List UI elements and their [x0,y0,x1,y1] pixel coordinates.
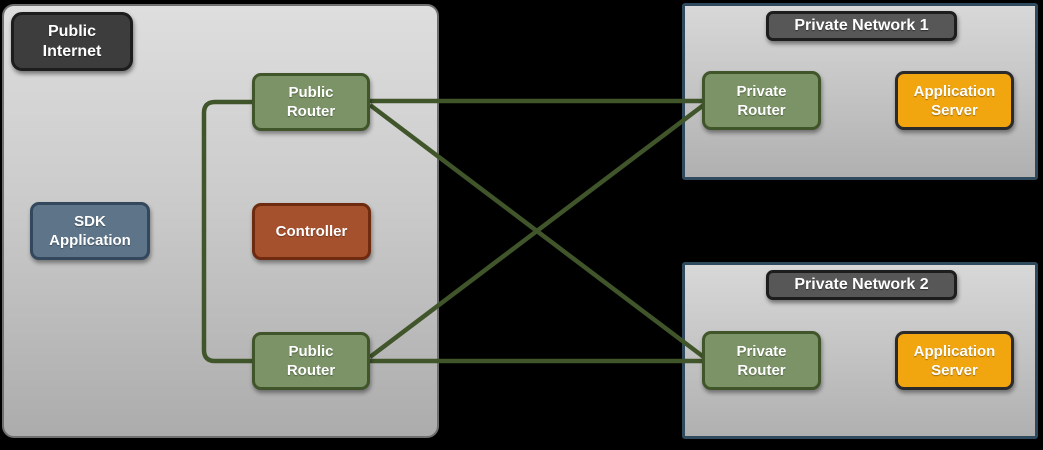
sdk-application-node: SDK Application [30,202,150,260]
private-router-2-node: Private Router [702,331,821,390]
private-network-1-label: Private Network 1 [766,11,957,41]
application-server-1-node: Application Server [895,71,1014,130]
public-router-bottom-node: Public Router [252,332,370,390]
private-router-1-node: Private Router [702,71,821,130]
public-router-top-node: Public Router [252,73,370,131]
link-public-router-top-to-public-router-bottom [201,99,252,364]
private-network-2-label: Private Network 2 [766,270,957,300]
link-public-router-bottom-to-private-router-1 [368,102,707,359]
controller-node: Controller [252,203,371,260]
public-internet-label: Public Internet [11,12,133,71]
application-server-2-node: Application Server [895,331,1014,390]
